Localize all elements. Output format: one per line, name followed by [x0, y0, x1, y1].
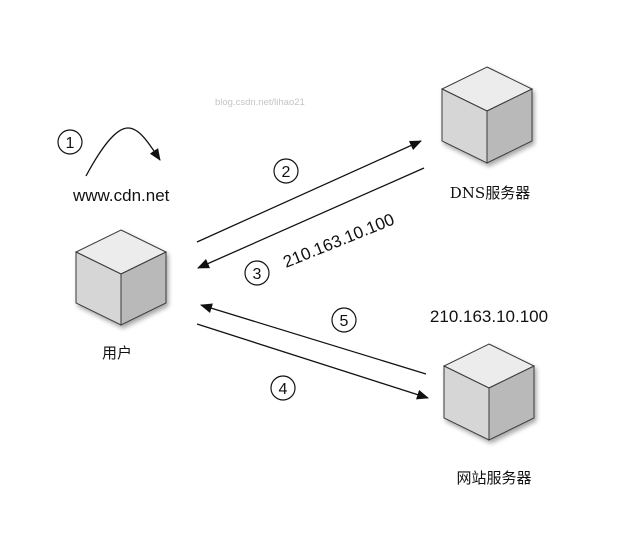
step-2: 2: [196, 140, 422, 243]
user-node: 用户: [74, 229, 168, 362]
web-server-label: 网站服务器: [456, 469, 531, 487]
step-5-badge: [331, 307, 357, 333]
step-1: 1 www.cdn.net: [57, 127, 170, 205]
step-4-number: 4: [279, 381, 288, 398]
step-2-badge: [273, 158, 299, 184]
step-5-number: 5: [340, 313, 349, 330]
arrow-dns-to-user: [197, 167, 425, 269]
step-3-badge: [244, 260, 270, 286]
user-cube-icon: [74, 229, 168, 326]
arrow-user-to-dns: [196, 140, 422, 243]
step-1-badge: [57, 129, 83, 155]
web-server-ip: 210.163.10.100: [430, 307, 548, 326]
dns-server-label: DNS服务器: [450, 184, 530, 202]
web-server-node: 210.163.10.100 网站服务器: [430, 307, 548, 487]
user-label: 用户: [102, 344, 132, 362]
resolved-ip-text: 210.163.10.100: [280, 210, 397, 272]
step-4-badge: [270, 375, 296, 401]
dns-server-node: DNS服务器: [440, 66, 534, 202]
step-5: 5: [200, 303, 427, 375]
step-4: 4: [196, 323, 429, 401]
curved-arrow-icon: [85, 127, 161, 177]
arrow-web-to-user: [200, 303, 427, 375]
step-3-number: 3: [253, 266, 262, 283]
dns-cube-icon: [440, 66, 534, 164]
domain-query-text: www.cdn.net: [72, 186, 170, 205]
watermark: blog.csdn.net/lihao21: [215, 97, 305, 108]
arrow-user-to-web: [196, 323, 429, 400]
web-cube-icon: [442, 343, 536, 441]
step-2-number: 2: [282, 164, 291, 181]
step-1-number: 1: [66, 135, 75, 152]
